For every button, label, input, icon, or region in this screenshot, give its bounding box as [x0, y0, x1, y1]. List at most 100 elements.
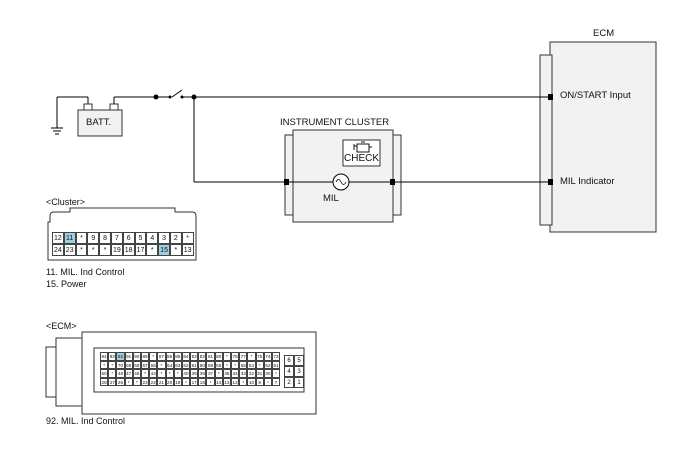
- ecm-pin: 75: [255, 352, 264, 361]
- ecm-pin: 26: [116, 377, 125, 386]
- cluster-connector-pins: 12 11 * 9 8 7 6 5 4 3 2 * 24 23 * * * 19…: [52, 232, 194, 256]
- ecm-pin: 83: [190, 352, 199, 361]
- ecm-pin: 68: [132, 360, 141, 369]
- ecm-pin: 92: [116, 352, 125, 361]
- cluster-pin: 5: [134, 232, 147, 244]
- ecm-pin: *: [140, 369, 150, 378]
- ecm-pin: 77: [239, 352, 248, 361]
- ecm-pin: 17: [190, 377, 199, 386]
- cluster-pin: *: [99, 244, 111, 256]
- cluster-terminal-left: [284, 179, 289, 185]
- ecm-pin: *: [157, 360, 166, 369]
- cluster-pin: 2: [169, 232, 182, 244]
- ecm-pin: 21: [157, 377, 166, 386]
- ecm-pin: *: [247, 352, 256, 361]
- ecm-pin: 58: [214, 360, 223, 369]
- mil-indicator-label: MIL Indicator: [560, 176, 615, 187]
- on-start-input-label: ON/START Input: [560, 90, 631, 101]
- ecm-side-pin: 5: [294, 355, 304, 366]
- ecm-pin: 67: [140, 360, 150, 369]
- battery-box: [77, 109, 123, 137]
- ecm-pin: *: [108, 369, 117, 378]
- cluster-pin: 4: [146, 232, 159, 244]
- ecm-pin: 12: [231, 377, 240, 386]
- cluster-pin: 9: [87, 232, 100, 244]
- ecm-pin: 20: [165, 377, 174, 386]
- cluster-pin: 13: [181, 244, 194, 256]
- ecm-pin: 23: [140, 377, 150, 386]
- ecm-pin: *: [222, 352, 231, 361]
- ecm-terminal-on-start: [548, 94, 553, 100]
- ecm-pin: 51: [271, 360, 281, 369]
- ecm-title: ECM: [593, 28, 615, 39]
- ecm-pin: 34: [231, 369, 240, 378]
- ecm-pin: *: [100, 360, 109, 369]
- ecm-pin: 55: [239, 360, 248, 369]
- ecm-pin: 69: [124, 360, 133, 369]
- ecm-pin: *: [263, 377, 272, 386]
- ecm-pin: 66: [149, 360, 158, 369]
- ecm-note-mil: 92. MIL. Ind Control: [46, 416, 126, 426]
- ecm-pin: 59: [206, 360, 215, 369]
- cluster-pin-power: 15: [158, 244, 170, 256]
- ecm-pin: 33: [239, 369, 248, 378]
- cluster-pin-mil: 11: [63, 232, 76, 244]
- ecm-pin: *: [124, 377, 133, 386]
- ecm-side-pin: 3: [294, 366, 304, 377]
- instrument-cluster-label: INSTRUMENT CLUSTER: [280, 117, 390, 128]
- ecm-side-pin: 1: [294, 377, 304, 388]
- cluster-pin: 8: [99, 232, 111, 244]
- cluster-note-power: 15. Power: [46, 279, 87, 289]
- ecm-pin: 86: [165, 352, 174, 361]
- ecm-pin: 54: [247, 360, 256, 369]
- ecm-pin: *: [206, 377, 215, 386]
- ecm-pin: 27: [108, 377, 117, 386]
- ecm-pin: 19: [173, 377, 182, 386]
- ecm-pin: 13: [222, 377, 231, 386]
- ecm-pin: 40: [181, 369, 191, 378]
- cluster-pin: *: [75, 244, 88, 256]
- ecm-pin: 37: [206, 369, 215, 378]
- ecm-pin: *: [271, 369, 281, 378]
- ground-icon: [51, 127, 63, 135]
- ecm-pin: 10: [247, 377, 256, 386]
- ecm-pin: *: [181, 377, 191, 386]
- ecm-pin: *: [149, 352, 158, 361]
- ecm-pin: 14: [214, 377, 223, 386]
- cluster-pin: 6: [122, 232, 135, 244]
- ecm-pin: *: [108, 360, 117, 369]
- check-label: CHECK: [344, 153, 380, 164]
- ecm-pin: 48: [116, 369, 125, 378]
- ecm-pin: 70: [116, 360, 125, 369]
- ecm-pin: 81: [206, 352, 215, 361]
- ecm-pin: 94: [100, 352, 109, 361]
- ecm-pin: *: [214, 369, 223, 378]
- ignition-switch: [171, 89, 183, 98]
- ecm-pin: 39: [190, 369, 199, 378]
- engine-check-icon: [353, 141, 372, 153]
- ecm-pin: 78: [231, 352, 240, 361]
- cluster-pin: *: [87, 244, 100, 256]
- cluster-terminal-right: [390, 179, 395, 185]
- ecm-pin: 90: [132, 352, 141, 361]
- cluster-pin: 12: [52, 232, 64, 244]
- cluster-pin: 23: [63, 244, 76, 256]
- cluster-pin: *: [169, 244, 182, 256]
- ecm-pin: 80: [214, 352, 223, 361]
- ecm-pin: 32: [247, 369, 256, 378]
- ecm-pin: 7: [271, 377, 281, 386]
- ecm-pin: 47: [124, 369, 133, 378]
- cluster-pin: 7: [110, 232, 123, 244]
- ecm-pin: 16: [198, 377, 207, 386]
- ecm-pin: *: [255, 360, 264, 369]
- ecm-pin: 61: [190, 360, 199, 369]
- ecm-pin: 74: [263, 352, 272, 361]
- mil-label: MIL: [323, 193, 339, 204]
- cluster-pin: 24: [52, 244, 64, 256]
- ecm-box: [549, 41, 657, 233]
- ecm-pin: 89: [140, 352, 150, 361]
- ecm-pin: *: [157, 369, 166, 378]
- ecm-pin: 38: [198, 369, 207, 378]
